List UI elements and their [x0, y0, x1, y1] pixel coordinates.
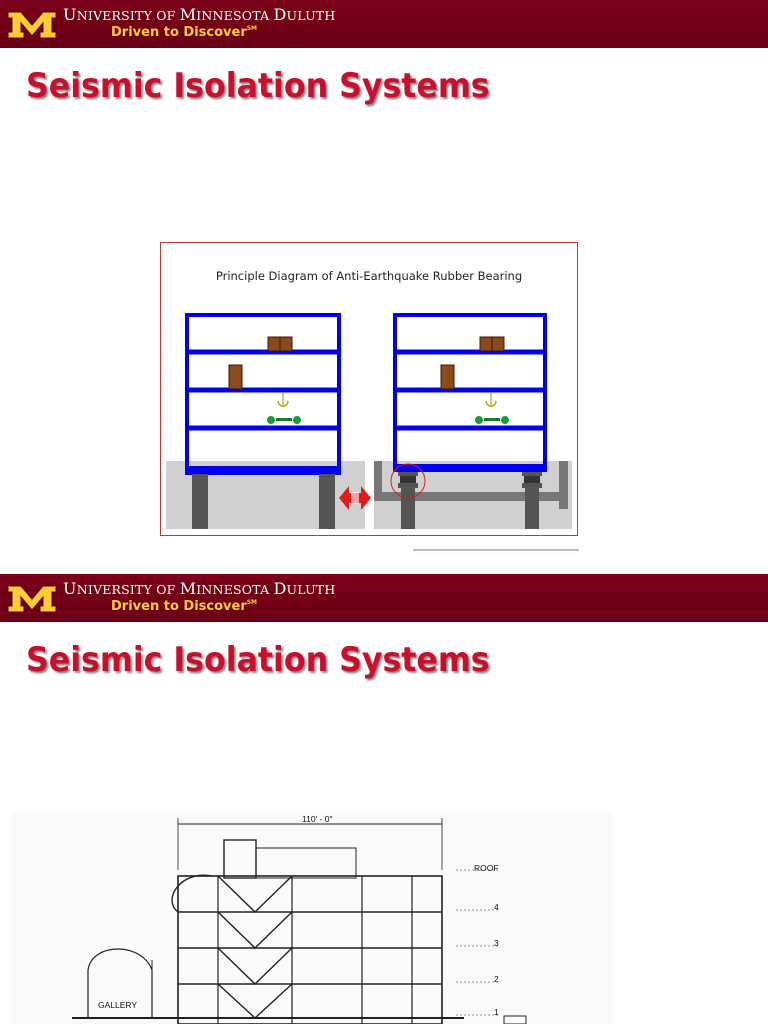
tagline: Driven to DiscoverSM	[111, 25, 258, 40]
hyperlink-underline[interactable]	[413, 549, 579, 551]
building-isolated-base	[390, 313, 547, 529]
slide-title: Seismic Isolation Systems	[26, 66, 490, 106]
level-4-label: 4	[494, 902, 499, 912]
building-fixed-base	[185, 313, 341, 529]
university-name: UNIVERSITY OF MINNESOTA DULUTH	[63, 579, 336, 598]
diagram-drawing	[166, 313, 572, 529]
slide-2: UNIVERSITY OF MINNESOTA DULUTH Driven to…	[0, 574, 768, 1024]
diagram-title: Principle Diagram of Anti-Earthquake Rub…	[215, 269, 523, 283]
umd-m-logo-icon	[7, 11, 57, 39]
displacement-arrow-icon	[339, 486, 371, 510]
university-name: UNIVERSITY OF MINNESOTA DULUTH	[63, 5, 336, 24]
width-dimension-label: 110' - 0"	[302, 814, 333, 824]
trench-wall-left	[374, 461, 382, 501]
gallery-label: GALLERY	[98, 1000, 138, 1010]
umd-header-bar: UNIVERSITY OF MINNESOTA DULUTH Driven to…	[0, 0, 768, 48]
level-3-label: 3	[494, 938, 499, 948]
slide-title: Seismic Isolation Systems	[26, 640, 490, 680]
level-roof-label: ROOF	[474, 863, 499, 873]
isolation-slab	[374, 492, 568, 501]
tagline: Driven to DiscoverSM	[111, 599, 258, 614]
umd-header-bar: UNIVERSITY OF MINNESOTA DULUTH Driven to…	[0, 574, 768, 622]
rubber-bearing-diagram: Principle Diagram of Anti-Earthquake Rub…	[160, 242, 578, 536]
elevation-lines	[12, 810, 612, 1024]
umd-m-logo-icon	[7, 585, 57, 613]
slide-1: UNIVERSITY OF MINNESOTA DULUTH Driven to…	[0, 0, 768, 551]
trench-wall-right	[559, 461, 568, 509]
level-2-label: 2	[494, 974, 499, 984]
building-elevation-drawing: 110' - 0" ROOF 4 3 2 1 GALLERY	[12, 810, 612, 1024]
level-1-label: 1	[494, 1007, 499, 1017]
